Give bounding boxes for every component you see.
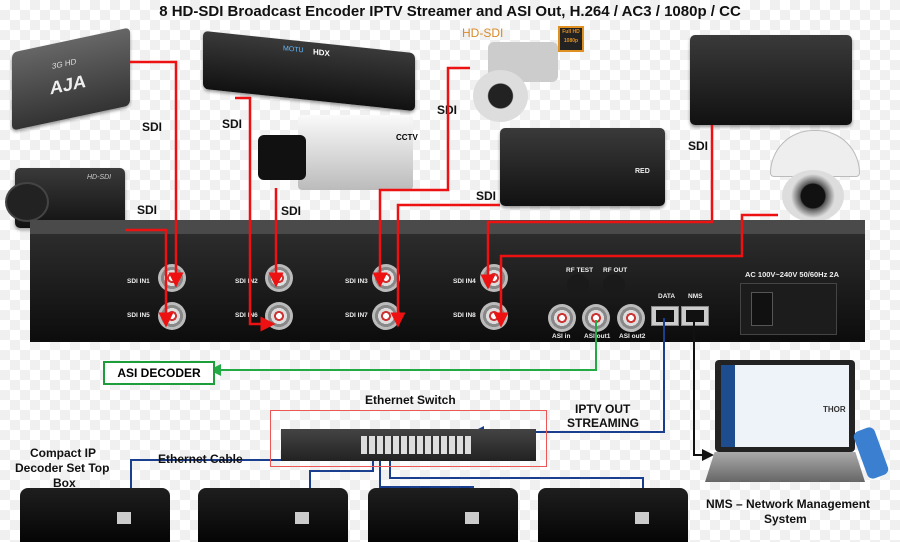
sdi-line-in3 [372, 66, 470, 288]
red-cinema-camera: RED [500, 128, 665, 206]
nms-screen: THOR [721, 365, 849, 447]
nms-label-1: NMS – Network Management [706, 497, 871, 511]
asi-in-label: ASI in [552, 333, 571, 340]
nms-line [693, 318, 714, 461]
sdi-label: SDI [137, 203, 158, 217]
sdi-in1-label: SDI IN1 [127, 278, 150, 285]
stb-ethernet-port[interactable] [295, 512, 309, 524]
asi-out2-label: ASI out2 [619, 333, 646, 340]
ptz-camera [468, 42, 558, 124]
switch-label: Ethernet Switch [365, 393, 456, 407]
sdi-line-in4 [480, 125, 714, 290]
ethernet-cable-label: Ethernet Cable [158, 452, 243, 466]
nms-logo: THOR [823, 405, 846, 414]
sdi-line-in6 [235, 96, 276, 332]
sdi-in2-label: SDI IN2 [235, 278, 258, 285]
sdi-label: SDI [222, 117, 243, 131]
iptv-line [472, 318, 665, 438]
asi-out2-connector[interactable] [617, 304, 645, 332]
stb-ethernet-port[interactable] [465, 512, 479, 524]
hd-sdi-box-camera: HD-SDI [5, 168, 125, 228]
sdi-label: SDI [476, 189, 497, 203]
dome-camera [770, 130, 860, 225]
power-inlet [740, 283, 837, 335]
power-switch[interactable] [751, 292, 773, 326]
asi-out1-label: ASI out1 [584, 333, 611, 340]
stb-ethernet-port[interactable] [117, 512, 131, 524]
set-top-box [20, 488, 170, 542]
cctv-camera: CCTV [258, 115, 418, 190]
rf-out-port[interactable] [603, 274, 625, 296]
sdi-line-in7 [390, 203, 500, 328]
sdi-in4-label: SDI IN4 [453, 278, 476, 285]
set-top-box [198, 488, 348, 542]
sdi-in8-label: SDI IN8 [453, 312, 476, 319]
sdi-line-in1 [130, 60, 184, 288]
sdi-in3-label: SDI IN3 [345, 278, 368, 285]
iptv-out-label-1: IPTV OUT [575, 402, 631, 416]
sdi-line-in5 [125, 228, 174, 328]
sdi-label: SDI [281, 204, 302, 218]
sdi-label: SDI [688, 139, 709, 153]
hd-sdi-label: HD-SDI [462, 26, 504, 40]
power-rating-label: AC 100V~240V 50/60Hz 2A [745, 270, 840, 279]
hdsdi-camera-text: HD-SDI [87, 174, 112, 181]
sdi-in5-label: SDI IN5 [127, 312, 150, 319]
stb-label-1: Compact IP [30, 446, 97, 460]
asi-decoder-box: ASI DECODER [103, 361, 215, 385]
red-logo: RED [635, 168, 650, 175]
set-top-box [538, 488, 688, 542]
rf-test-port[interactable] [567, 274, 589, 296]
sdi-in7-label: SDI IN7 [345, 312, 368, 319]
sdi-line-in8 [493, 213, 778, 328]
broadcast-camcorder [690, 35, 852, 125]
sdi-in6-label: SDI IN6 [235, 312, 258, 319]
set-top-box [368, 488, 518, 542]
rf-out-label: RF OUT [603, 267, 628, 274]
nms-port-label: NMS [688, 293, 703, 300]
stb-label-3: Box [53, 476, 76, 490]
rf-test-label: RF TEST [566, 267, 594, 274]
ethernet-switch [270, 410, 547, 467]
iptv-out-label-2: STREAMING [567, 416, 639, 430]
asi-in-connector[interactable] [548, 304, 576, 332]
cctv-label: CCTV [396, 133, 418, 142]
nms-label-2: System [764, 512, 807, 526]
nms-laptop: THOR [705, 360, 865, 485]
stb-ethernet-port[interactable] [635, 512, 649, 524]
data-ethernet-port[interactable] [651, 306, 679, 326]
full-hd-badge: Full HD 1080p [558, 26, 584, 52]
asi-line [209, 320, 597, 376]
data-port-label: DATA [658, 293, 676, 300]
sdi-label: SDI [142, 120, 163, 134]
diagram-title: 8 HD-SDI Broadcast Encoder IPTV Streamer… [159, 3, 741, 20]
stb-label-2: Decoder Set Top [15, 461, 110, 475]
